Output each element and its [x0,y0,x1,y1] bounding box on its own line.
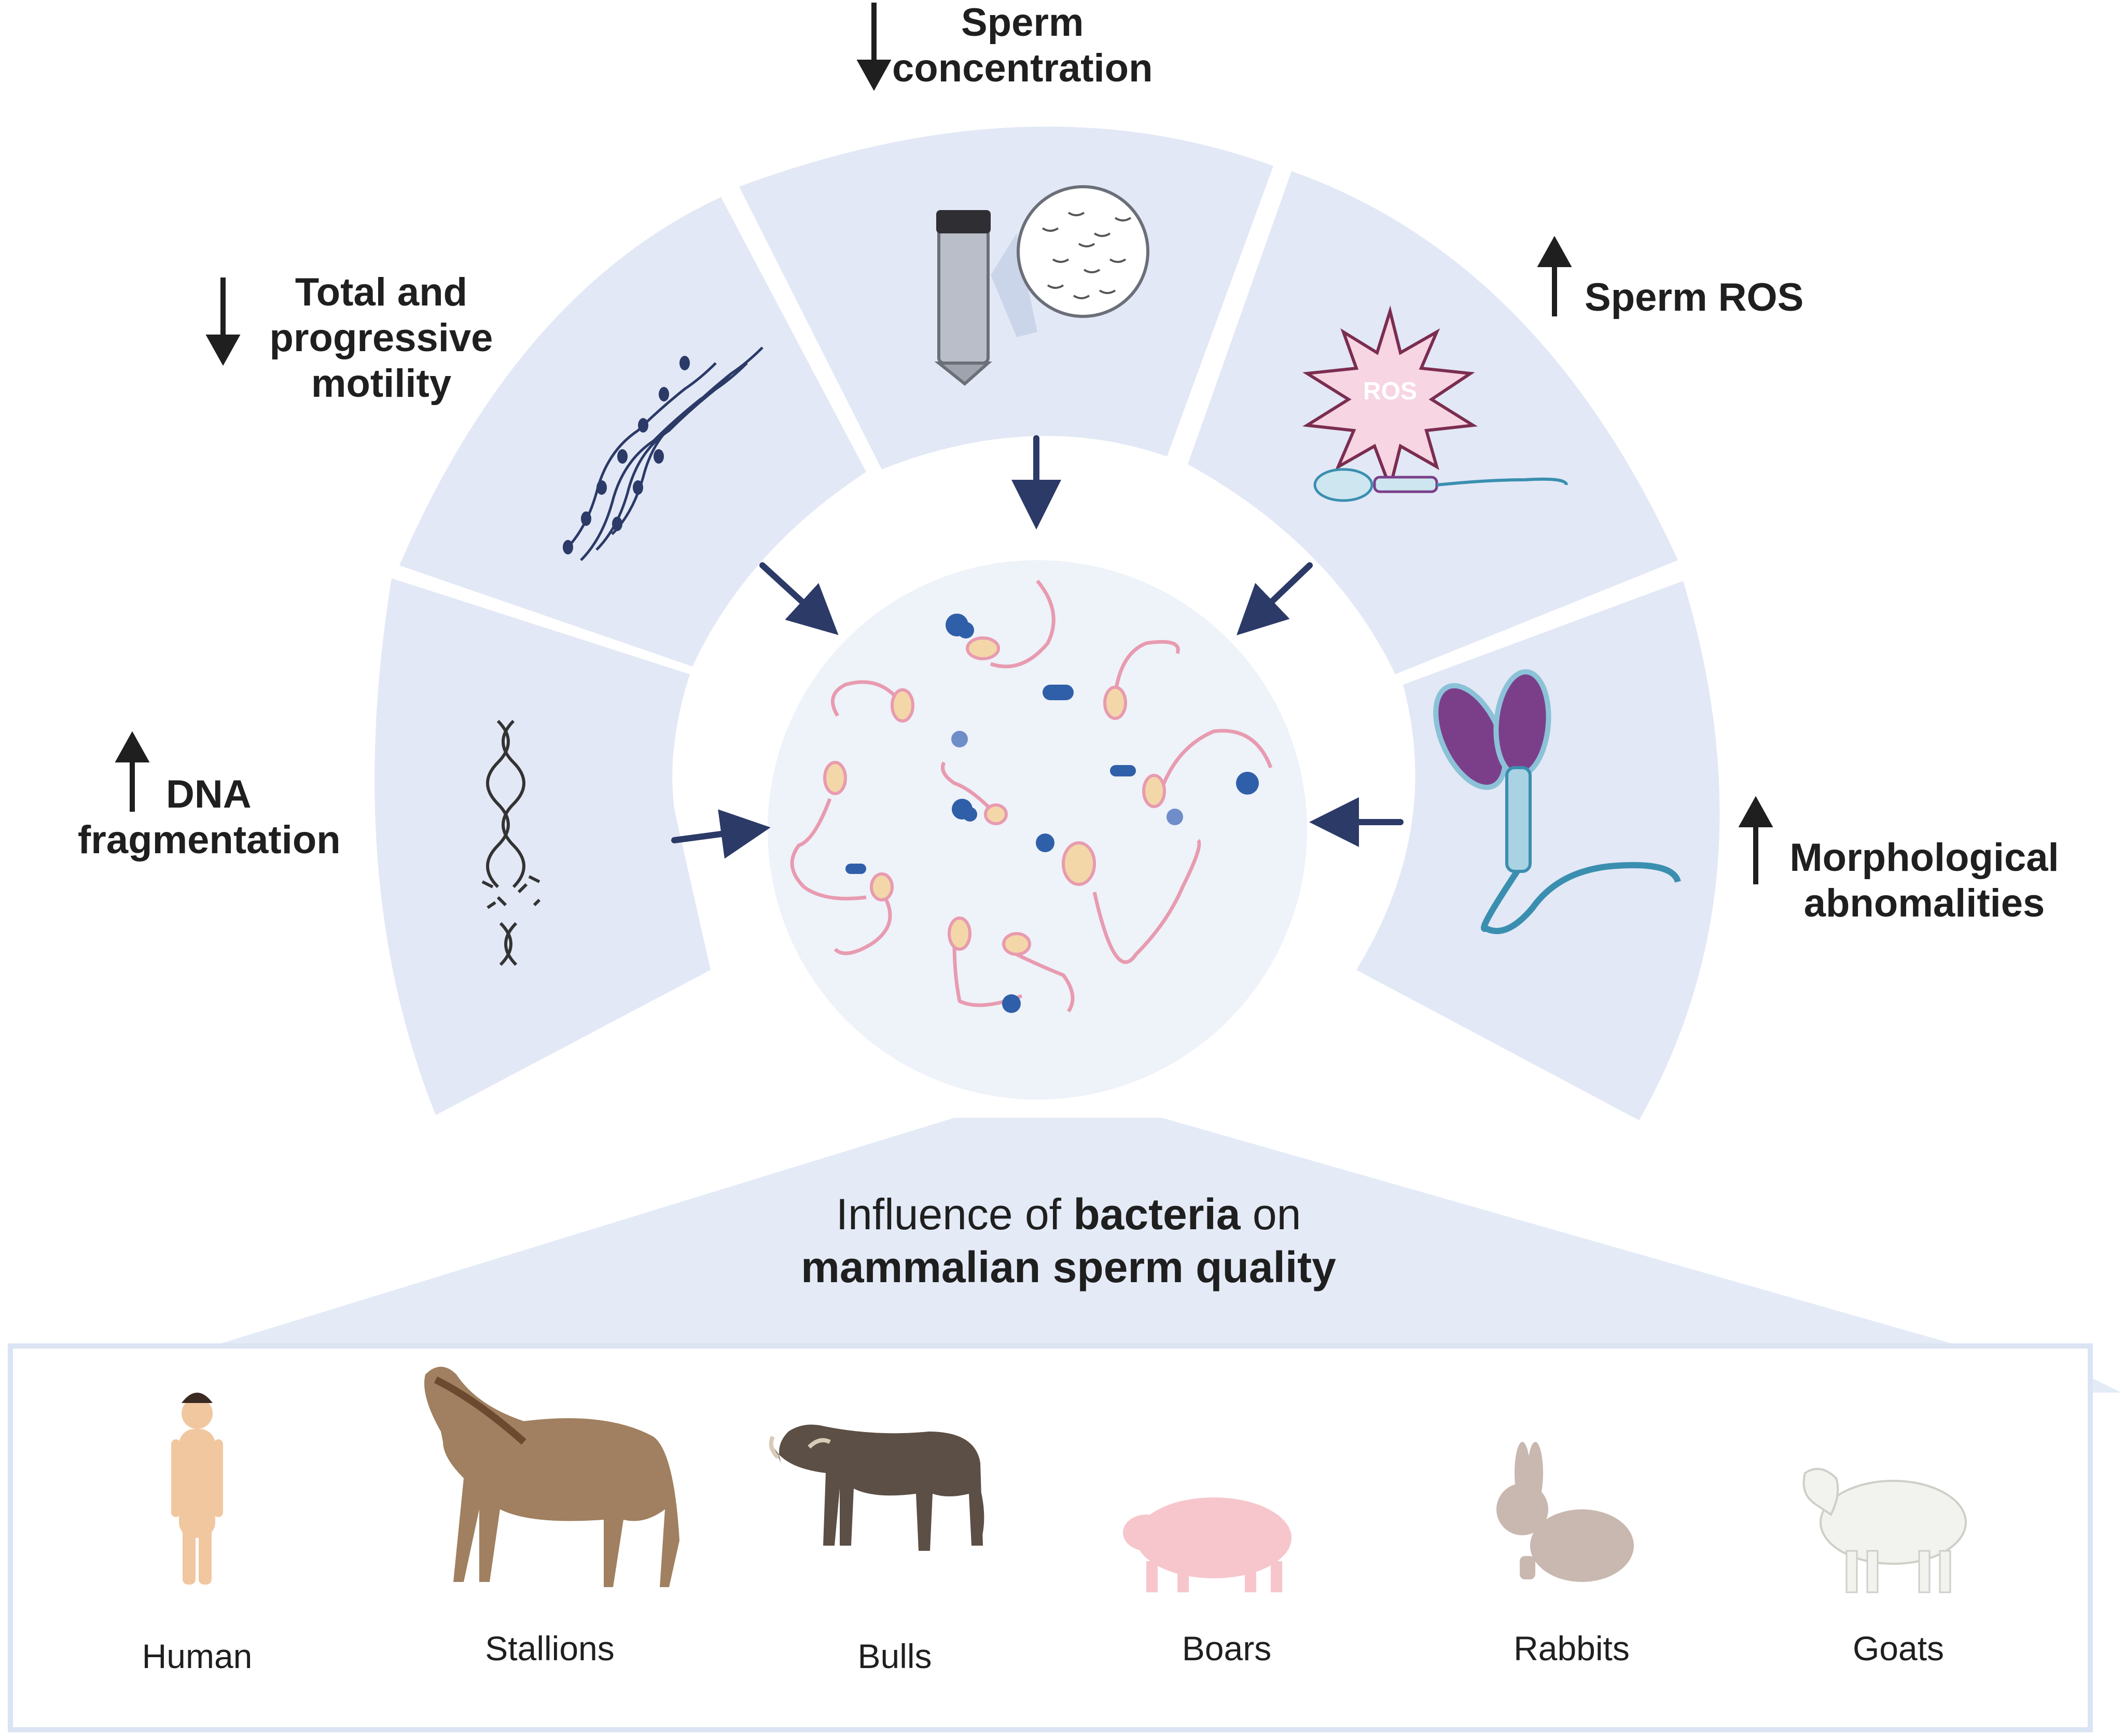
ros-tag: ROS [1363,378,1417,405]
animal-label-human: Human [142,1637,253,1675]
label-motility-line1: Total and [295,270,468,314]
label-morphology: Morphological abnomalities [1784,835,2064,926]
label-dna-line2: fragmentation [78,818,341,862]
human-icon [171,1393,223,1585]
label-morphology-line2: abnomalities [1803,881,2045,925]
dna-fragment-icon [481,719,541,966]
animal-label-bulls: Bulls [857,1637,932,1675]
label-ros-text: Sperm ROS [1585,275,1804,320]
center-circle [768,560,1307,1100]
arrow-ros [1236,562,1313,635]
title-part1: Influence of [836,1190,1074,1239]
animal-label-rabbits: Rabbits [1514,1629,1630,1668]
animal-label-boars: Boars [1182,1629,1272,1668]
ros-burst-icon: ROS [1302,305,1568,502]
label-concentration-line1: Sperm [961,1,1084,45]
arrow-motility [759,562,839,635]
bull-icon [769,1424,984,1551]
tube-icon [934,185,1149,386]
label-concentration: Sperm concentration [892,0,1153,91]
segment-motility [399,197,866,666]
animals-panel [8,1343,2093,1732]
horse-icon [424,1367,679,1587]
indicator-ros [1537,235,1572,316]
indicator-arrows [115,3,1773,884]
title-bold2: mammalian sperm quality [801,1243,1336,1291]
title-bold1: bacteria [1073,1190,1241,1239]
diagram-title: Influence of bacteria on mammalian sperm… [648,1188,1489,1294]
label-ros: Sperm ROS [1585,275,1803,321]
panel-pointer [2090,1377,2121,1393]
segment-dna [374,578,711,1115]
indicator-concentration [856,3,892,91]
label-motility-line3: motility [311,362,452,406]
arrow-dna [671,809,771,859]
center-sperm-bacteria [790,579,1273,1013]
abnormal-sperm-icon [1433,669,1681,934]
indicator-motility [205,277,241,366]
rabbit-icon [1496,1442,1634,1582]
animal-label-goats: Goats [1852,1629,1945,1668]
label-motility-line2: progressive [269,316,493,360]
title-part2: on [1240,1190,1301,1239]
indicator-dna [115,731,150,812]
inward-arrows [671,435,1404,859]
funnel-background [213,1118,1961,1346]
label-morphology-line1: Morphological [1789,836,2059,880]
motile-sperm-icon [563,346,763,561]
pig-icon [1123,1497,1292,1592]
label-concentration-line2: concentration [892,46,1153,90]
animal-label-stallions: Stallions [485,1629,615,1668]
label-dna: DNA fragmentation [78,772,358,863]
goat-icon [1802,1468,1967,1593]
label-motility: Total and progressive motility [262,270,501,407]
indicator-morphology [1738,796,1773,884]
label-dna-line1: DNA [166,772,252,816]
